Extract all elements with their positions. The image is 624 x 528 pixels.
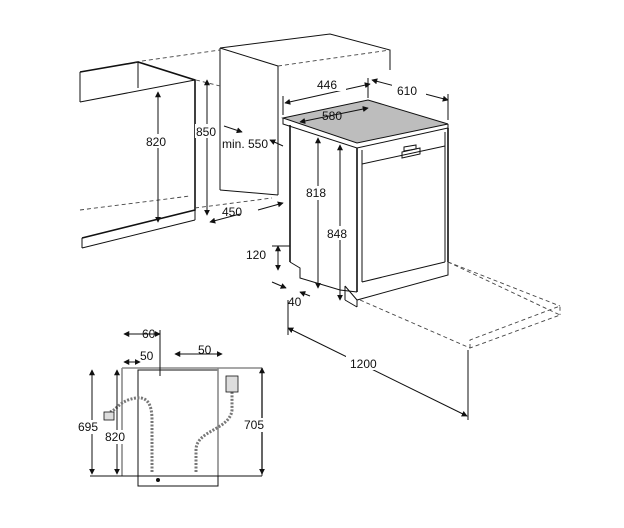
- door-footprint: [359, 261, 562, 349]
- dishwasher-top: [281, 99, 449, 144]
- drain-hose-right: [194, 392, 234, 472]
- dim-hose-right-50: 50: [198, 343, 212, 357]
- dim-offset-60: 60: [142, 327, 156, 341]
- dim-niche-width-450: 450: [222, 205, 242, 219]
- dim-niche-height-850: 850: [196, 125, 216, 139]
- dishwasher: [281, 99, 449, 308]
- dim-height-705: 705: [244, 418, 264, 432]
- dim-door-open-1200: 1200: [350, 357, 377, 371]
- main-dimension-lines: [155, 78, 469, 420]
- dim-top-580: 580: [322, 109, 342, 123]
- right-cabinet: [134, 33, 391, 209]
- dim-plinth-120: 120: [246, 248, 266, 262]
- dim-body-height-818: 818: [306, 186, 326, 200]
- dim-plinth-depth-40: 40: [288, 295, 302, 309]
- dim-cabinet-height-820: 820: [146, 135, 166, 149]
- dim-height-820: 820: [105, 430, 125, 444]
- dim-width-446: 446: [317, 78, 337, 92]
- drain-hose-left: [109, 396, 154, 472]
- dim-height-695: 695: [78, 420, 98, 434]
- dim-total-height-848: 848: [327, 227, 347, 241]
- hose-detail: [89, 330, 265, 487]
- dim-hose-left-50: 50: [140, 349, 154, 363]
- left-cabinet: [79, 61, 196, 249]
- dim-depth-610: 610: [397, 84, 417, 98]
- dim-min-depth-550: min. 550: [222, 137, 268, 151]
